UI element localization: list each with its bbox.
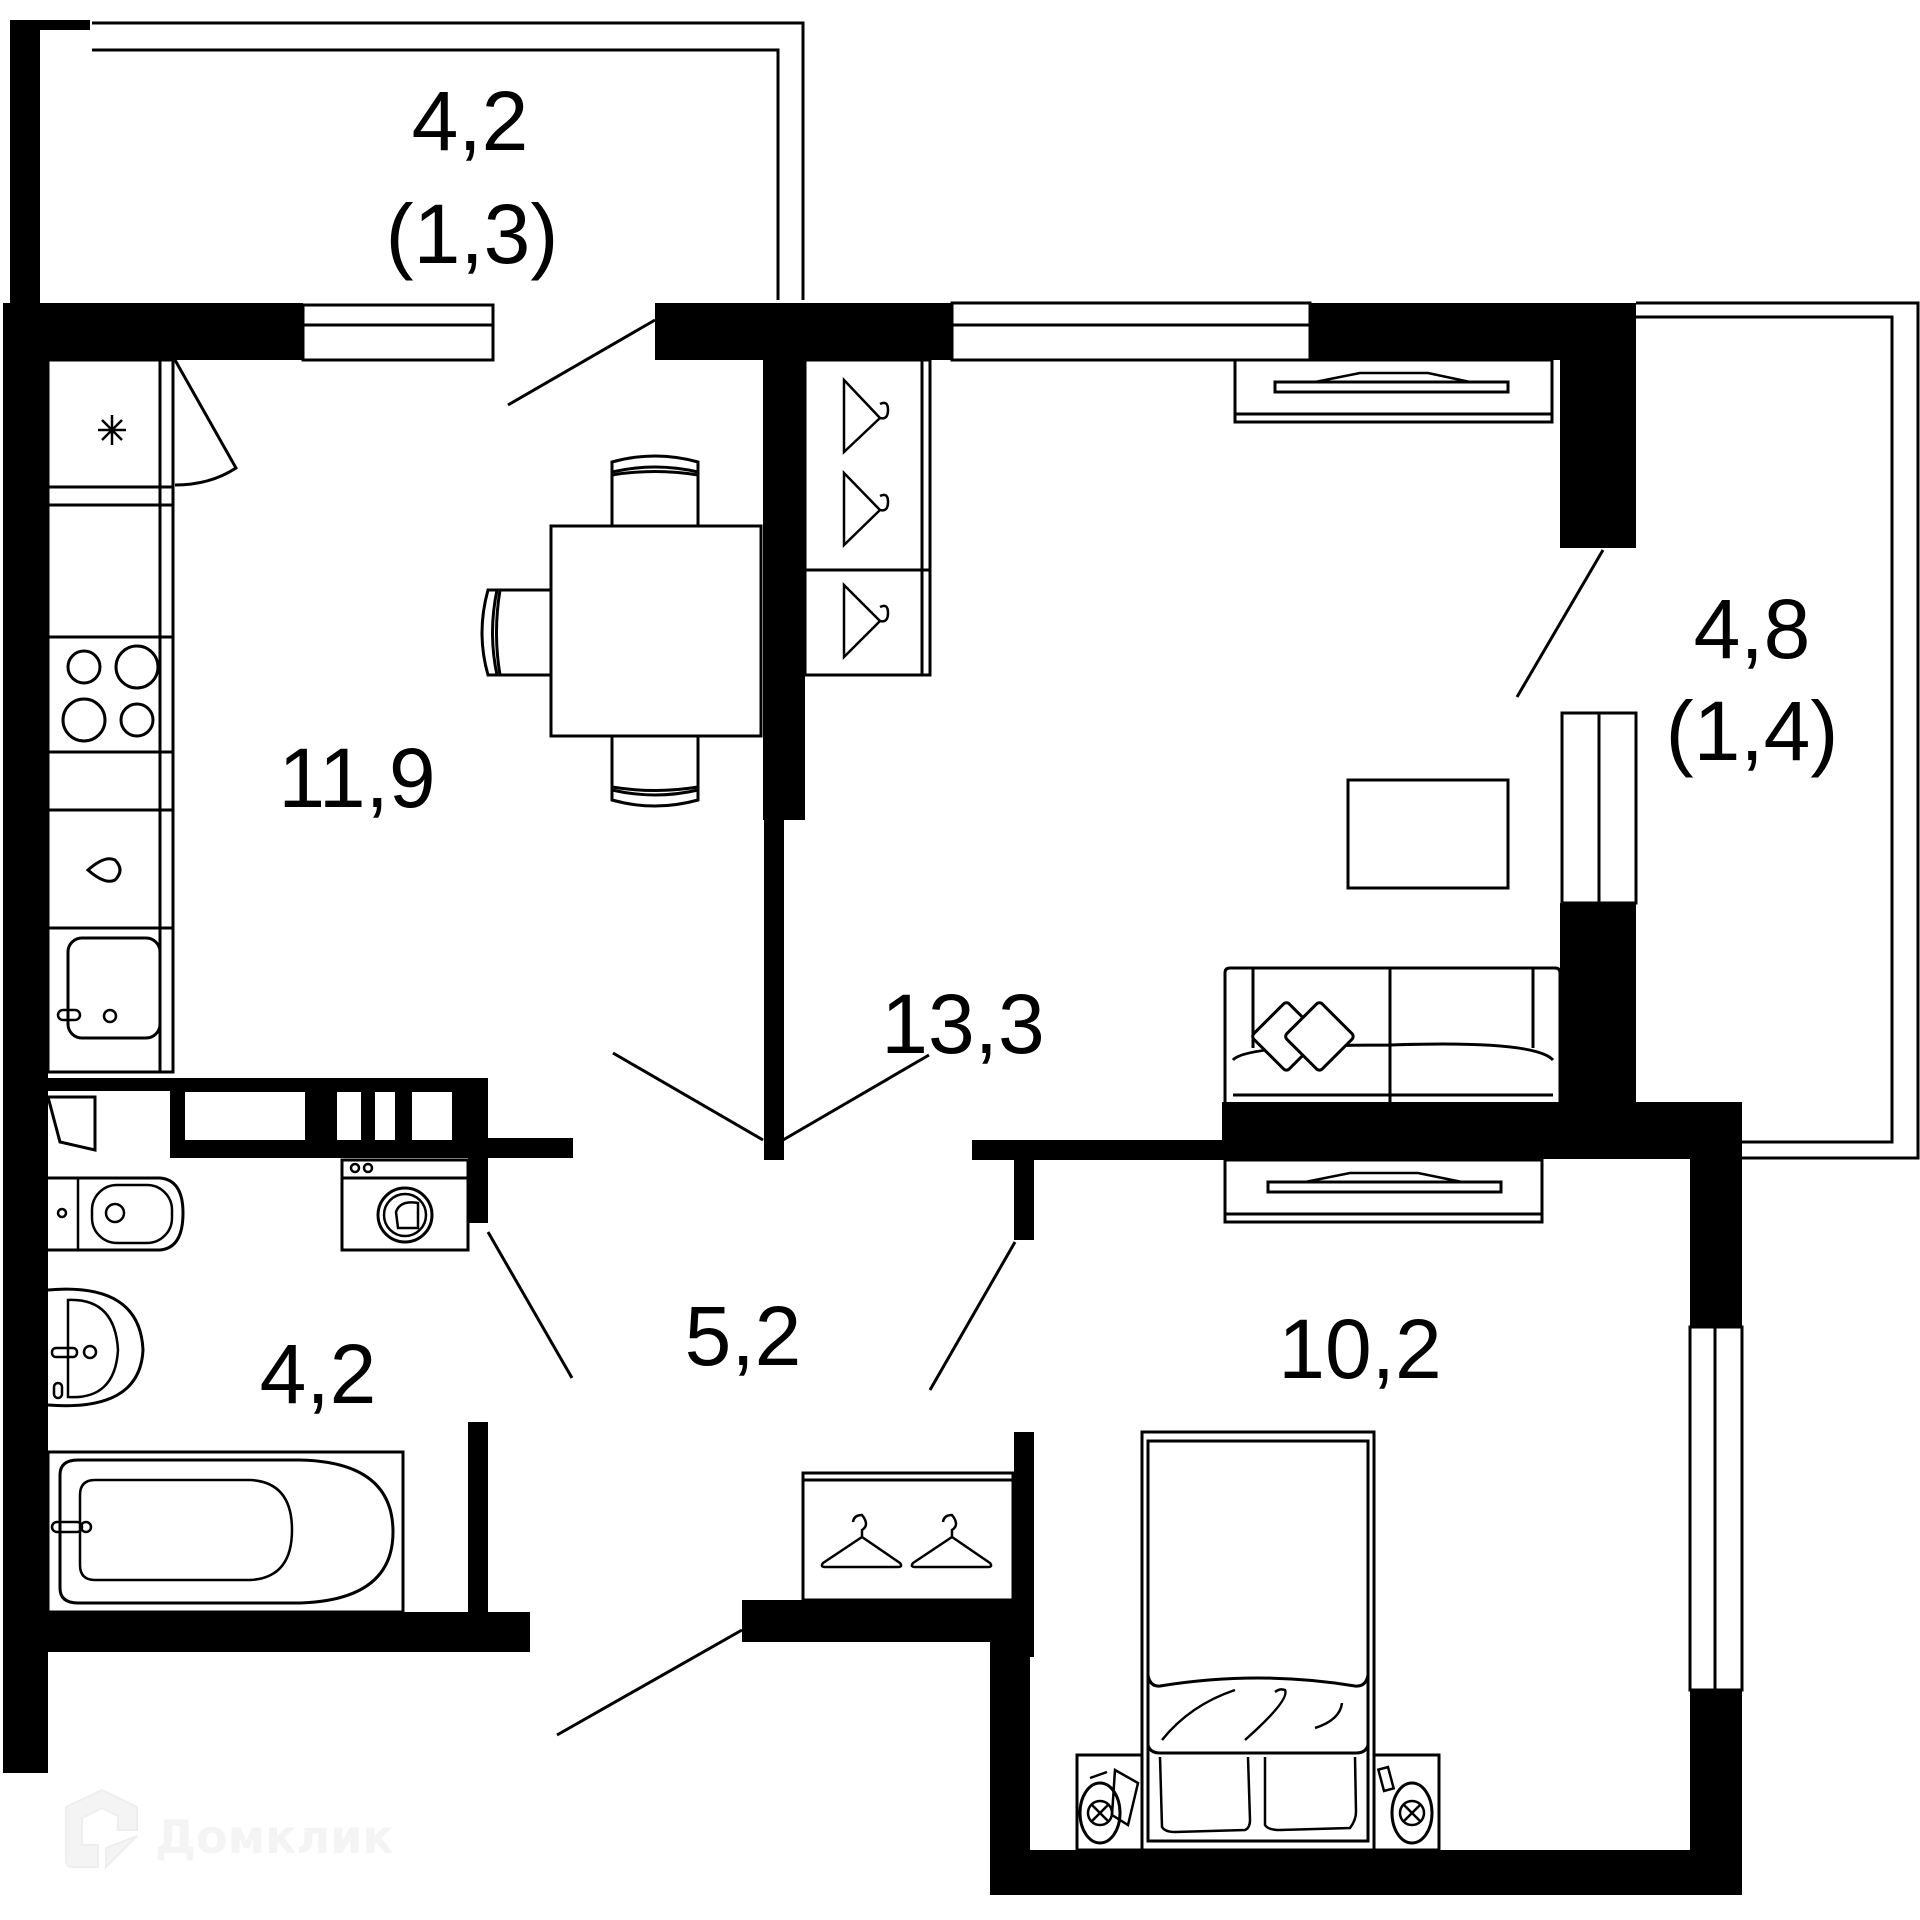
stove-icon (61, 644, 160, 743)
balcony-top (10, 20, 805, 310)
sofa (1223, 966, 1562, 1112)
bathroom-fixtures (46, 1095, 405, 1614)
bedroom-tv-stand (1223, 1158, 1544, 1224)
nightstand-lamp-icon (1075, 1753, 1441, 1852)
windows (301, 301, 1744, 1692)
toilet-icon (48, 1176, 185, 1252)
toilet-tank (46, 1095, 97, 1152)
bathtub-icon (46, 1450, 405, 1614)
washing-machine-icon (340, 1158, 470, 1252)
room-area-bedroom: 10,2 (1278, 1302, 1442, 1396)
room-area-balcony-right: 4,8 (1694, 582, 1811, 676)
pillow-icon (1251, 1001, 1355, 1072)
room-area-kitchen: 11,9 (278, 731, 435, 825)
house-logo-icon (65, 1788, 138, 1870)
hallway-closet (801, 1471, 1015, 1602)
wardrobe-hanger-icon (842, 376, 890, 661)
room-area-bathroom: 4,2 (260, 1327, 377, 1421)
watermark: Домклик (65, 1788, 394, 1870)
coffee-table (1346, 778, 1510, 890)
door-swings (486, 318, 1605, 1737)
dishwasher-icon (85, 857, 122, 883)
kitchen-sink-icon (56, 936, 162, 1040)
room-coef-balcony-top: (1,3) (386, 187, 559, 281)
room-labels: 4,2 (1,3) 11,9 13,3 4,8 (1,4) 4,2 5,2 10… (260, 74, 1839, 1421)
double-bed (1140, 1430, 1376, 1852)
room-area-balcony-top: 4,2 (412, 74, 529, 168)
room-area-hallway: 5,2 (685, 1289, 802, 1383)
tv-stand (1233, 358, 1554, 424)
room-area-living: 13,3 (881, 977, 1045, 1071)
washbasin-icon (47, 1287, 145, 1408)
dining-chair-icon (480, 454, 700, 808)
vent-shaft (185, 1092, 452, 1140)
walls (3, 303, 1742, 1895)
dining-table (549, 524, 763, 738)
balcony-right (1636, 301, 1920, 1160)
wardrobe (803, 358, 932, 677)
refrigerator-icon (98, 359, 238, 487)
watermark-text: Домклик (155, 1810, 394, 1864)
room-coef-balcony-right: (1,4) (1666, 684, 1839, 778)
